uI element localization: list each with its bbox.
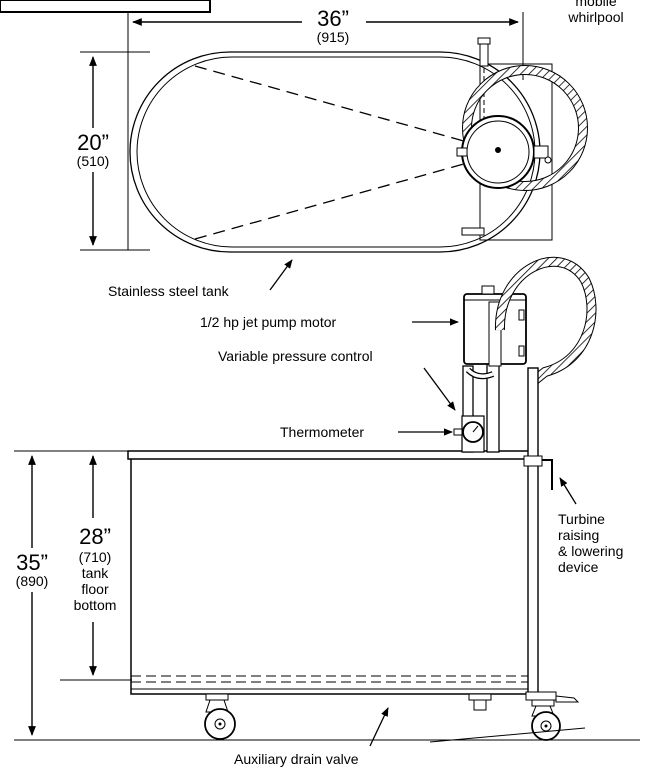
width-label-bg <box>302 8 366 46</box>
corner-label-line1: mobile <box>575 0 616 9</box>
caster-right <box>531 699 561 741</box>
motor-lug-left <box>456 147 468 157</box>
floor-height-label-bg <box>68 518 122 622</box>
gauge-needle <box>472 425 479 433</box>
motor-vent-lower <box>518 345 525 357</box>
tank-callout-arrow <box>269 259 293 291</box>
drain-line-upper <box>194 65 479 146</box>
motor-callout: 1/2 hp jet pump motor <box>200 314 337 330</box>
corner-label-line2: whirlpool <box>567 9 623 25</box>
total-height-mm-label: (890) <box>16 573 49 589</box>
brake-pedal <box>555 695 580 703</box>
side-view: 35” (890) 28” (710) tank floor bottom <box>8 256 640 743</box>
drain-callout: Auxiliary drain valve <box>234 751 359 767</box>
valve-body <box>479 43 489 67</box>
turbine-callout-line2: raising <box>558 527 599 543</box>
drain-line-lower <box>194 159 479 240</box>
tank-callout: Stainless steel tank <box>108 283 230 299</box>
caster-left <box>204 693 236 740</box>
tank-outline-outer <box>129 51 541 253</box>
pressure-callout: Variable pressure control <box>218 348 373 364</box>
tank-outline-inner <box>136 56 536 248</box>
turbine-post <box>527 367 539 699</box>
turbine-callout-line3: & lowering <box>558 543 623 559</box>
bracket <box>461 227 485 236</box>
floor-height-label: 28” <box>79 524 111 549</box>
motor-shaft <box>495 147 501 153</box>
depth-dim-mm-label: (510) <box>77 153 110 169</box>
pipe-elbow <box>466 368 494 378</box>
width-dim-mm-label: (915) <box>317 29 350 45</box>
thermometer-callout: Thermometer <box>280 424 364 440</box>
hose-side <box>495 257 596 384</box>
hose-loop-top <box>463 66 587 190</box>
header-box <box>0 0 211 13</box>
total-height-label: 35” <box>16 550 48 575</box>
raising-handle <box>542 459 553 490</box>
floor-note-line1: tank <box>82 565 109 581</box>
post-base <box>525 691 557 701</box>
turbine-callout-arrow <box>559 477 577 505</box>
post-clamp <box>523 455 543 467</box>
floor-note-line2: floor <box>81 581 109 597</box>
tank-body <box>130 459 530 695</box>
motor-knob <box>544 156 552 164</box>
width-dim-label: 36” <box>317 6 349 31</box>
motor-top-cap <box>481 285 495 295</box>
slope-line <box>429 727 586 743</box>
pressure-callout-arrow <box>423 367 456 411</box>
total-height-label-bg <box>8 548 58 592</box>
pressure-knob <box>453 428 463 436</box>
depth-label-bg <box>68 128 120 172</box>
depth-dim-label: 20” <box>77 130 109 155</box>
floor-note-line3: bottom <box>74 597 117 613</box>
turbine-callout-line1: Turbine <box>558 511 605 527</box>
valve-handle <box>477 37 491 45</box>
motor-vent-upper <box>518 309 525 321</box>
drain-valve-body <box>473 699 487 711</box>
top-view: 36” (915) mobile whirlpool 20” (510) <box>0 0 624 253</box>
callouts: Stainless steel tank 1/2 hp jet pump mot… <box>108 259 623 767</box>
drain-valve-flange <box>468 693 492 701</box>
floor-height-mm-label: (710) <box>79 549 112 565</box>
turbine-callout-line4: device <box>558 559 599 575</box>
motor-lug-right <box>533 145 549 159</box>
